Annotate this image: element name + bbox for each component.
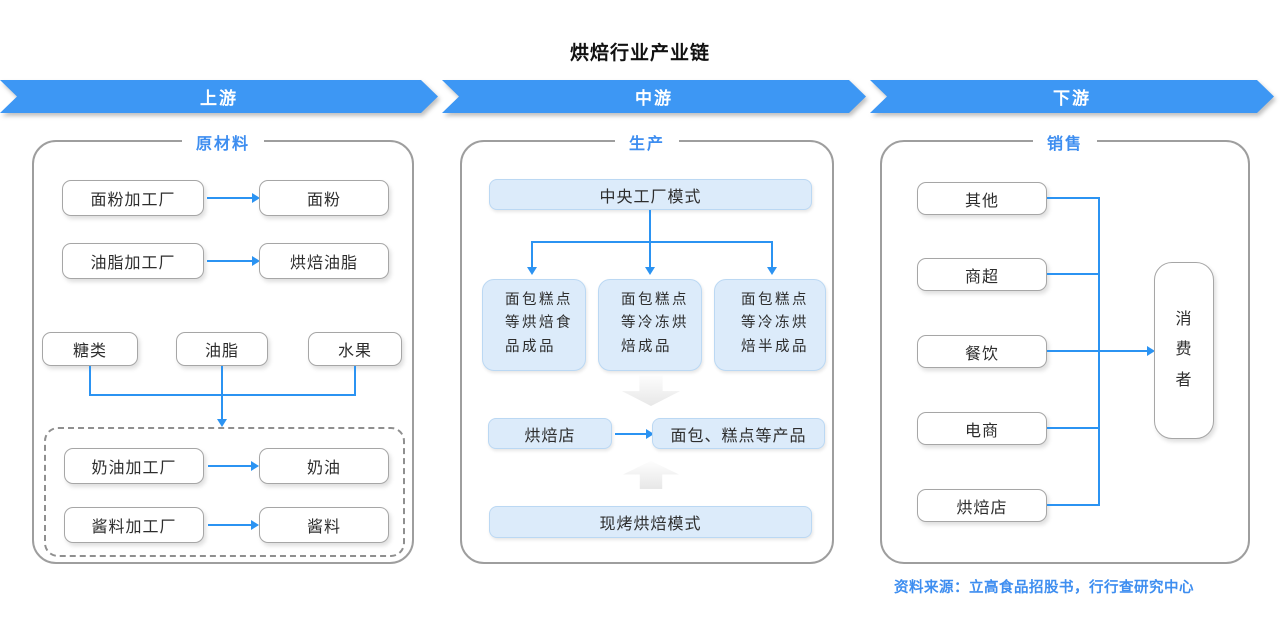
node-frozen-semi-finished-goods: 面包糕点 等冷冻烘 焙半成品	[714, 279, 826, 371]
group-secondary-processors: 奶油加工厂 奶油 酱料加工厂 酱料	[44, 427, 405, 557]
node-baking-oil: 烘焙油脂	[259, 243, 389, 279]
panel-raw-materials: 原材料 面粉加工厂 面粉 油脂加工厂 烘焙油脂 糖类 油脂 水果 奶油加工厂 奶…	[32, 130, 414, 564]
node-flour: 面粉	[259, 180, 389, 216]
node-consumer: 消 费 者	[1154, 262, 1214, 439]
panel-sales: 销售 其他 商超 餐饮 电商 烘焙店 消 费 者	[880, 130, 1250, 564]
node-sauce-factory: 酱料加工厂	[64, 507, 204, 543]
node-central-factory-model: 中央工厂模式	[489, 179, 812, 210]
banner-upstream-label: 上游	[0, 80, 438, 113]
connector-catering-right	[1047, 350, 1099, 352]
arrow-to-product-3	[767, 241, 777, 275]
node-bread-pastry-products: 面包、糕点等产品	[652, 418, 825, 449]
node-sugar: 糖类	[42, 332, 138, 366]
connector-ecommerce-right	[1047, 427, 1099, 429]
connector-sugar-down	[89, 366, 91, 395]
banner-midstream: 中游	[442, 80, 866, 113]
big-arrow-up-icon	[623, 461, 679, 489]
arrow-to-product-2	[645, 241, 655, 275]
arrow-ingredients-to-processors	[217, 394, 227, 427]
arrow-sauce-factory-to-sauce	[208, 520, 259, 530]
arrow-to-product-1	[527, 241, 537, 275]
arrow-oil-factory-to-baking-oil	[207, 256, 260, 266]
source-note: 资料来源：立高食品招股书，行行查研究中心	[894, 580, 1194, 596]
banner-midstream-label: 中游	[442, 80, 866, 113]
connector-oils-down	[221, 366, 223, 395]
arrow-flour-factory-to-flour	[207, 193, 260, 203]
connector-central-split	[532, 241, 772, 243]
banner-downstream-label: 下游	[870, 80, 1274, 113]
panel-sales-title: 销售	[1032, 130, 1098, 154]
node-channel-bakery-shop: 烘焙店	[917, 489, 1047, 522]
node-baked-finished-goods: 面包糕点 等烘焙食 品成品	[482, 279, 586, 371]
node-fruit: 水果	[308, 332, 402, 366]
panel-raw-materials-title: 原材料	[181, 130, 265, 154]
banner-upstream: 上游	[0, 80, 438, 113]
node-frozen-finished-goods: 面包糕点 等冷冻烘 焙成品	[598, 279, 702, 371]
big-arrow-down-icon	[622, 375, 680, 406]
page-title: 烘焙行业产业链	[569, 43, 710, 64]
node-sauce: 酱料	[259, 507, 389, 543]
node-channel-other: 其他	[917, 182, 1047, 215]
node-channel-supermarket: 商超	[917, 258, 1047, 291]
node-channel-catering: 餐饮	[917, 335, 1047, 368]
connector-supermarket-right	[1047, 273, 1099, 275]
node-bakery-shop: 烘焙店	[488, 418, 612, 449]
node-channel-ecommerce: 电商	[917, 412, 1047, 445]
connector-fruit-down	[354, 366, 356, 395]
node-flour-factory: 面粉加工厂	[62, 180, 204, 216]
arrow-channels-to-consumer	[1098, 346, 1155, 356]
arrow-cream-factory-to-cream	[208, 461, 259, 471]
node-cream-factory: 奶油加工厂	[64, 448, 204, 484]
node-cream: 奶油	[259, 448, 389, 484]
node-fresh-baking-model: 现烤烘焙模式	[489, 506, 812, 538]
connector-bakery-right	[1047, 504, 1099, 506]
arrow-bakery-shop-to-products	[615, 429, 654, 439]
connector-other-right	[1047, 197, 1099, 199]
node-oils: 油脂	[176, 332, 268, 366]
panel-production: 生产 中央工厂模式 面包糕点 等烘焙食 品成品 面包糕点 等冷冻烘 焙成品 面包…	[460, 130, 834, 564]
banner-downstream: 下游	[870, 80, 1274, 113]
connector-central-down	[649, 210, 651, 243]
node-oil-factory: 油脂加工厂	[62, 243, 204, 279]
panel-production-title: 生产	[614, 130, 680, 154]
